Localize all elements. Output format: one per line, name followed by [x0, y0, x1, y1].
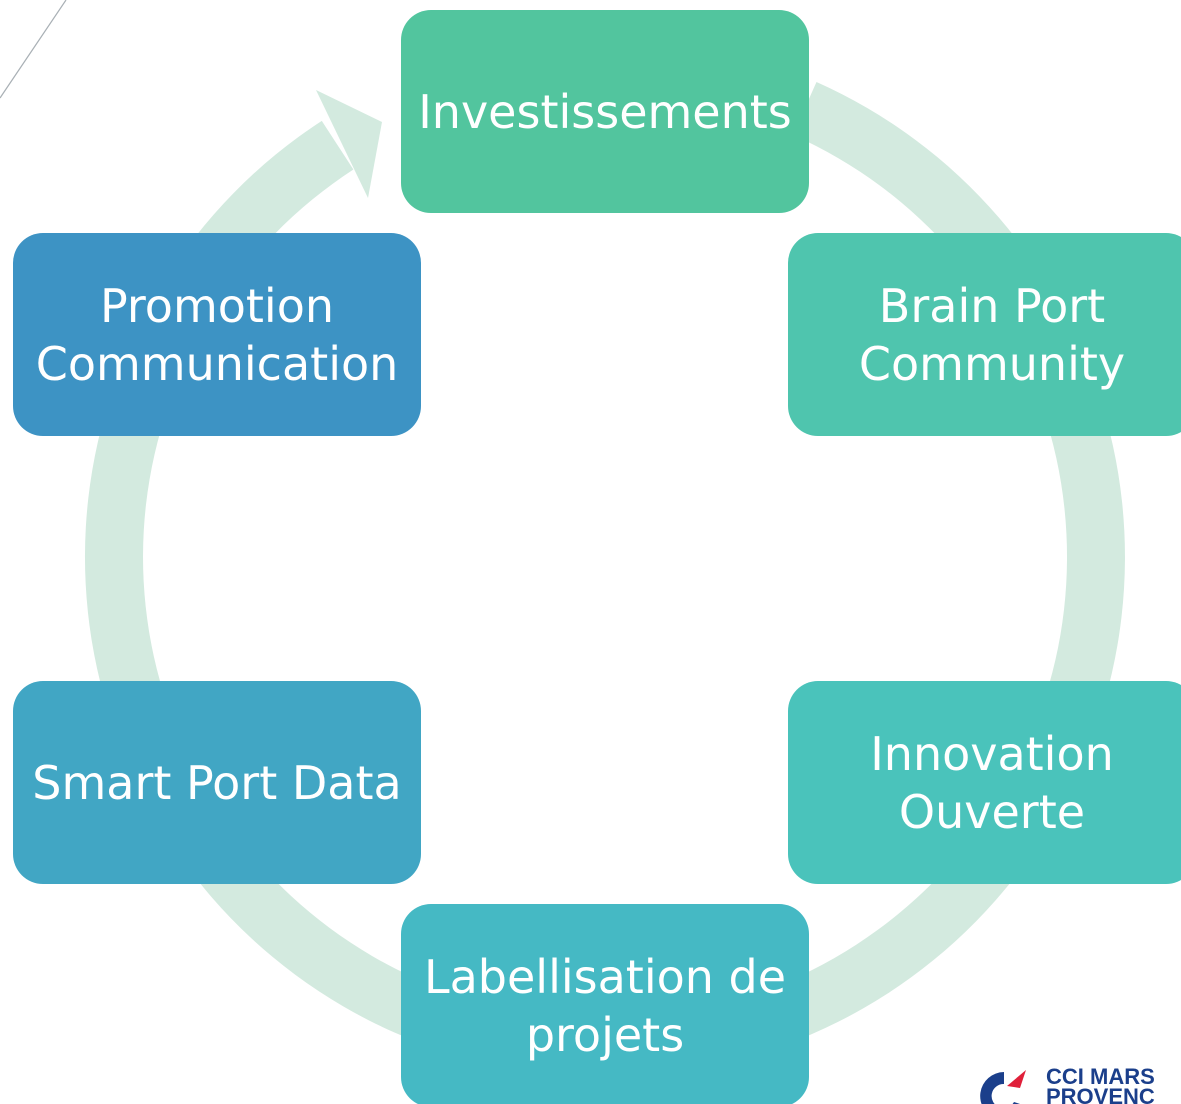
step-label-line: Promotion — [99, 278, 335, 333]
cci-logo: CCI MARS PROVENC — [972, 1064, 1181, 1104]
step-label-line: Brain Port — [878, 278, 1106, 333]
decorative-corner-line — [0, 0, 67, 99]
cycle-step-promotion-communication: Promotion Communication — [13, 233, 421, 436]
cycle-step-brain-port-community: Brain Port Community — [788, 233, 1181, 436]
step-label-line: Investissements — [418, 84, 792, 139]
cycle-step-labellisation-de-projets: Labellisation de projets — [401, 904, 809, 1104]
logo-text-line-1: CCI MARS — [1046, 1064, 1155, 1089]
cycle-step-innovation-ouverte: Innovation Ouverte — [788, 681, 1181, 884]
cci-logo-mark-icon — [980, 1070, 1026, 1104]
step-label-line: Smart Port Data — [32, 755, 402, 810]
cycle-step-investissements: Investissements — [401, 10, 809, 213]
cci-logo-text: CCI MARS PROVENC — [1046, 1064, 1155, 1104]
step-label-line: Labellisation de — [423, 949, 787, 1004]
step-label-line: Innovation — [870, 726, 1114, 781]
cycle-step-smart-port-data: Smart Port Data — [13, 681, 421, 884]
step-label-line: projets — [525, 1007, 685, 1062]
logo-text-line-2: PROVENC — [1046, 1084, 1155, 1104]
step-label-line: Communication — [35, 336, 399, 391]
step-label-line: Community — [858, 336, 1126, 391]
cycle-arrow-head — [316, 90, 382, 198]
step-label-line: Ouverte — [898, 784, 1086, 839]
